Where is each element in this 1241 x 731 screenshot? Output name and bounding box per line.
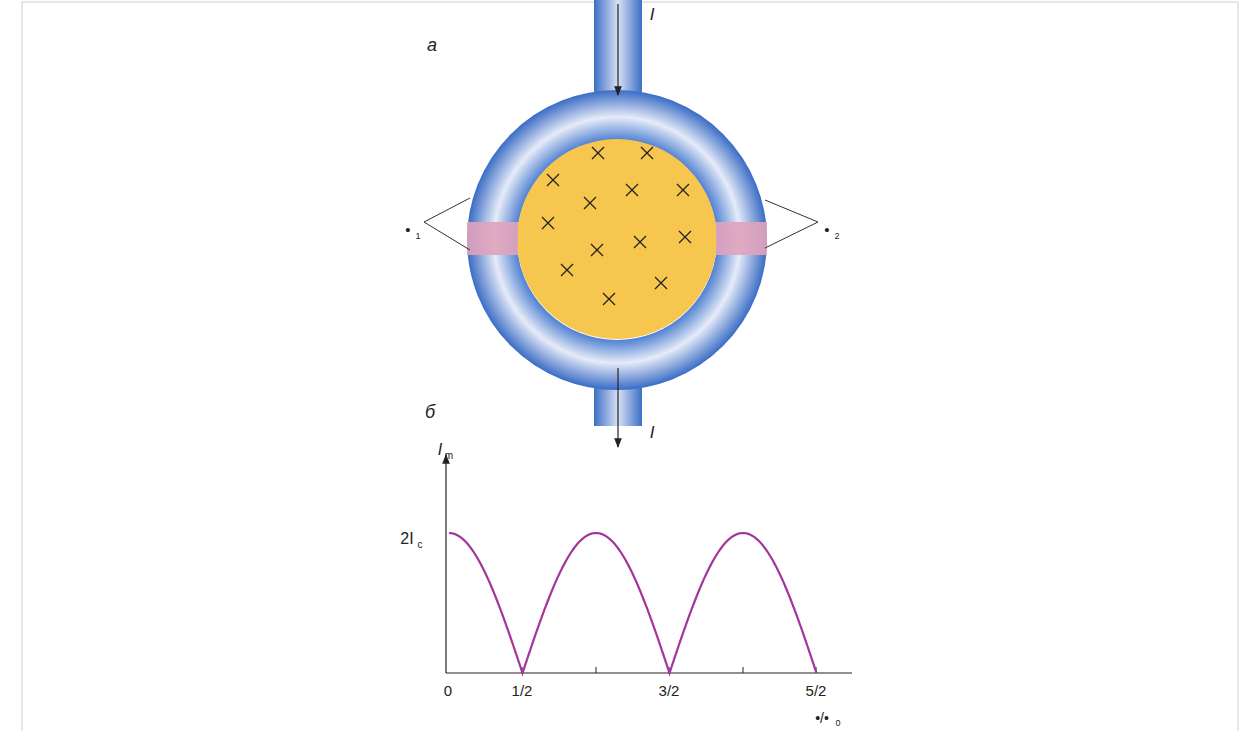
- tick-label: 5/2: [806, 683, 827, 698]
- subscript: m: [445, 451, 453, 461]
- current-label: I: [650, 6, 655, 23]
- critical-current-curve: [449, 533, 817, 673]
- flux-cross: [584, 197, 596, 209]
- current-arrow: [617, 368, 618, 447]
- subscript: 0: [835, 719, 840, 728]
- flux-cross: [561, 264, 573, 276]
- flux-cross: [547, 174, 559, 186]
- flux-cross: [679, 231, 691, 243]
- flux-cross: [641, 147, 653, 159]
- current-arrow: [617, 4, 618, 95]
- leader-line: [765, 200, 818, 248]
- tick-label: 1/2: [512, 683, 533, 698]
- axis-value: 2I: [400, 531, 413, 547]
- flux-cross: [677, 184, 689, 196]
- axis-label: I: [438, 442, 442, 458]
- phase-symbol: •: [405, 222, 410, 237]
- flux-cross: [542, 217, 554, 229]
- flux-cross: [655, 277, 667, 289]
- flux-cross: [591, 244, 603, 256]
- superconducting-ring: [492, 115, 742, 365]
- x-axis: [446, 672, 852, 673]
- flux-crosses: [542, 147, 691, 305]
- subscript: 1: [415, 232, 420, 241]
- leader-line: [424, 198, 470, 250]
- flux-cross: [592, 147, 604, 159]
- josephson-junction: [467, 222, 518, 255]
- flux-cross: [603, 293, 615, 305]
- subscript: 2: [834, 232, 839, 241]
- frame: [22, 2, 1238, 731]
- current-label: I: [650, 424, 655, 441]
- tick-label: 0: [444, 683, 452, 698]
- subscript: c: [418, 540, 423, 550]
- axis-label: •/•: [815, 711, 829, 725]
- flux-cross: [634, 236, 646, 248]
- phase-symbol: •: [824, 222, 829, 237]
- y-axis: [445, 455, 446, 673]
- flux-cross: [626, 184, 638, 196]
- tick-label: 3/2: [659, 683, 680, 698]
- josephson-junction: [716, 222, 767, 255]
- flux-region: [517, 139, 717, 339]
- panel-letter: б: [425, 403, 435, 421]
- panel-letter: а: [427, 36, 437, 54]
